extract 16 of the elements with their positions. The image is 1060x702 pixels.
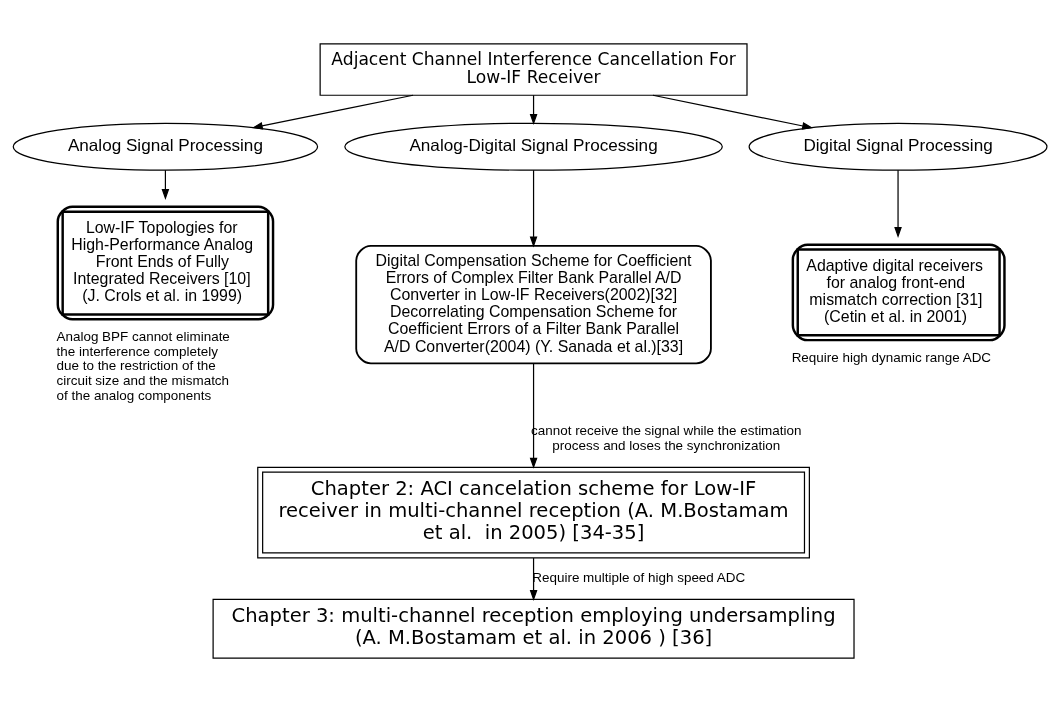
arrow [894, 169, 902, 238]
node-box: Low-IF Topologies for High-Performance Analog Front Ends of Fully Integrated Receivers [10] (J. Crols et al. in 1999) [56, 205, 275, 321]
node-box: Chapter 2: ACI cancelation scheme for Low-IF receiver in multi-channel reception (A. M.Bostamam et al. in 2005) [34-35] [257, 466, 810, 559]
arrow [161, 169, 170, 200]
node-box: Adaptive digital receivers for analog front-end mismatch correction [31] (Cetin et al. in 2001) [791, 243, 1006, 342]
node-label: Analog BPF cannot eliminate the interference completely due to the restriction of the circuit size and the mismatch of the analog components [56, 329, 230, 403]
node-box: Adjacent Channel Interference Cancellation For Low-IF Receiver [319, 43, 748, 96]
arrow [529, 169, 538, 248]
node-ellipse: Analog-Digital Signal Processing [344, 122, 723, 171]
node-box: Digital Compensation Scheme for Coefficient Errors of Complex Filter Bank Parallel A/D Converter in Low-IF Receivers(2002)[32] Decorrelating Compensation Scheme for Coefficient Errors of a Filter Bank Parallel A/D Converter(2004) (Y. Sanada et al.)[33] [355, 245, 712, 365]
arrow [652, 94, 814, 130]
arrow [251, 94, 414, 130]
arrow [529, 94, 538, 126]
arrow [529, 363, 538, 469]
node-box: Chapter 3: multi-channel reception employing undersampling (A. M.Bostamam et al. in 2006 ) [36] [212, 598, 855, 659]
node-label: Require high dynamic range ADC [791, 349, 992, 365]
